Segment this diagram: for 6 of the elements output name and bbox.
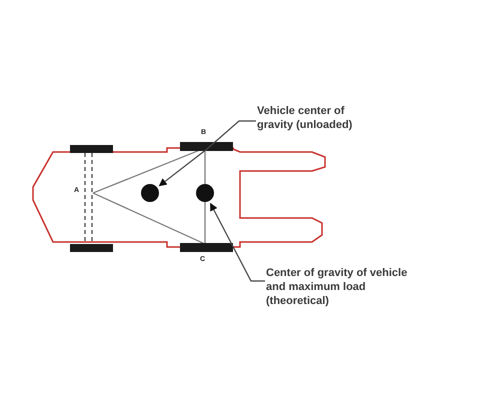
leader-line: [210, 202, 265, 282]
callout-text: Center of gravity of vehicle and maximum load (theoretical): [266, 266, 408, 308]
center-of-gravity-dot: [196, 184, 214, 202]
center-of-gravity-dot: [141, 184, 159, 202]
callout-text: Vehicle center of gravity (unloaded): [257, 104, 354, 132]
leader-line: [158, 120, 256, 186]
